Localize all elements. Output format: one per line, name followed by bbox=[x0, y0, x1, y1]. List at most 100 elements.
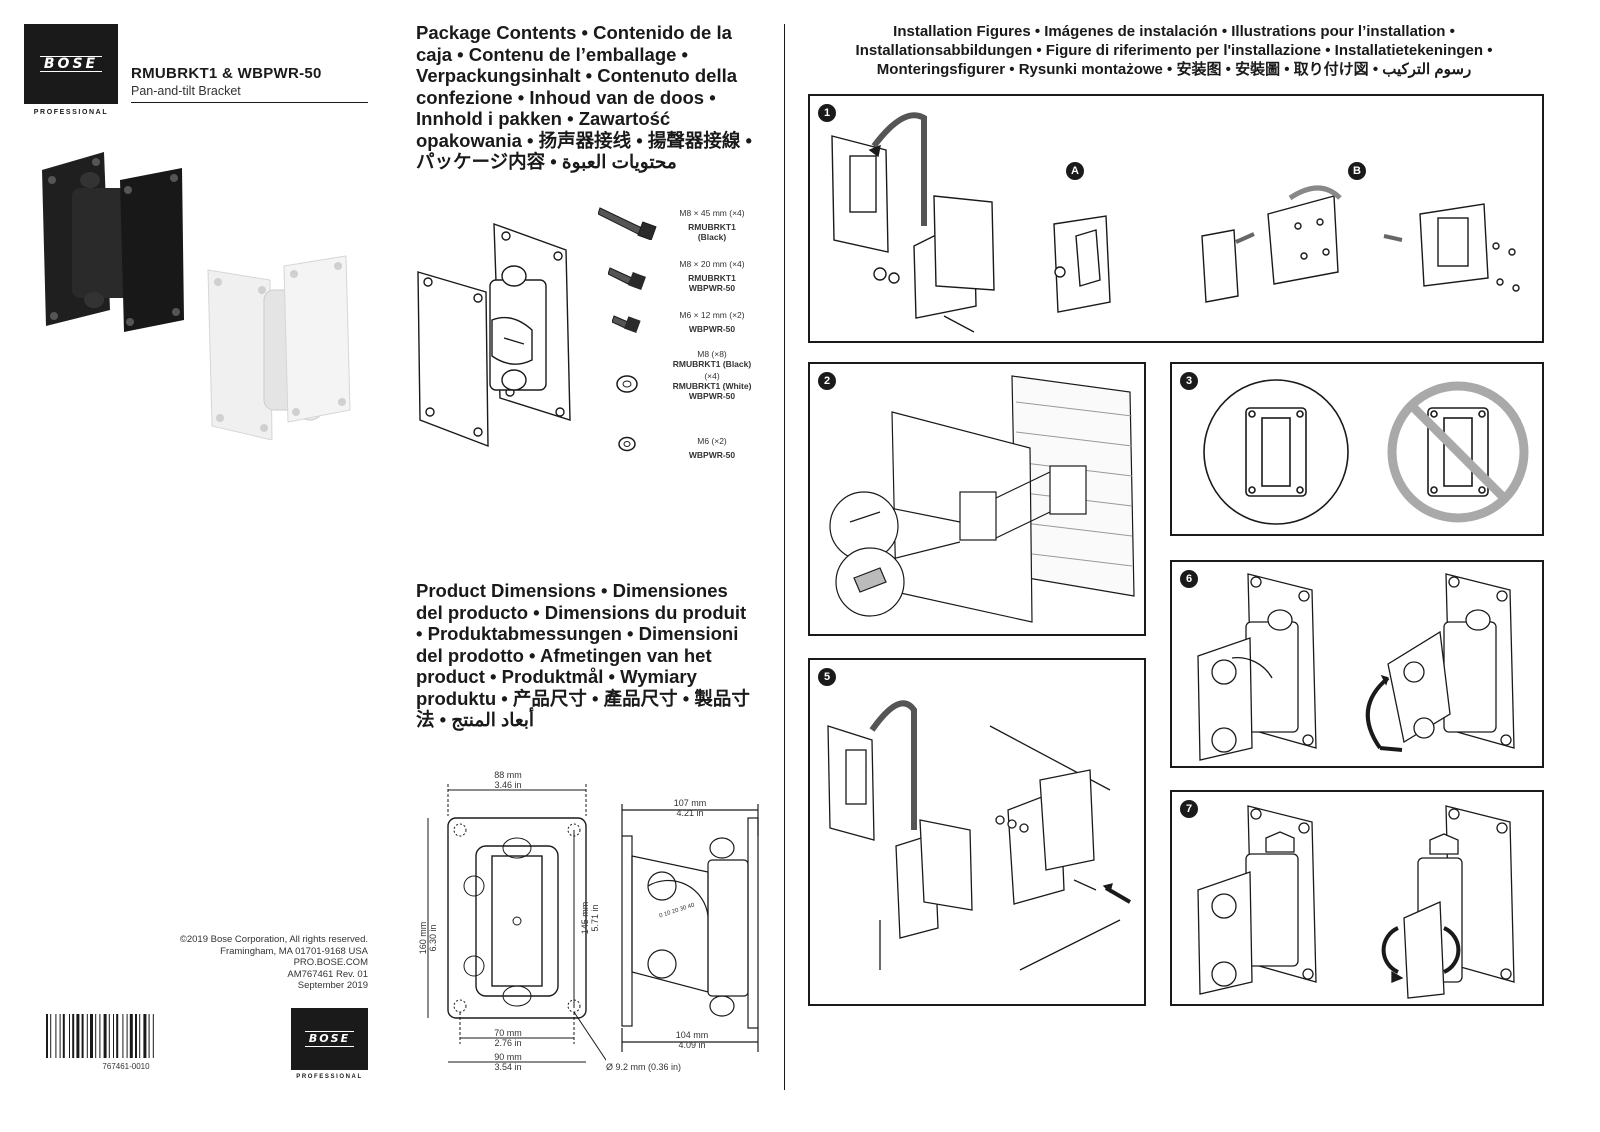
hardware-model: RMUBRKT1 bbox=[688, 273, 736, 283]
bose-wordmark-bottom: BOSE bbox=[304, 1031, 355, 1047]
barcode-bar bbox=[126, 1014, 128, 1058]
hardware-note: WBPWR-50 bbox=[688, 391, 736, 401]
dimension-drawing-front bbox=[427, 784, 606, 1063]
hardware-item: M8 (×8) RMUBRKT1 (Black) (×4) RMUBRKT1 (… bbox=[662, 349, 762, 401]
figure-2-illustration bbox=[829, 375, 1135, 623]
product-name: Pan-and-tilt Bracket bbox=[131, 84, 241, 98]
washer-m8-icon bbox=[616, 375, 638, 393]
barcode-bar bbox=[113, 1014, 114, 1058]
hardware-model: RMUBRKT1 bbox=[688, 222, 736, 232]
dimension-drawing-side bbox=[621, 804, 759, 1052]
product-dimensions-heading: Product Dimensions • Dimensiones del pro… bbox=[416, 580, 750, 730]
step-badge-1: 1 bbox=[818, 104, 836, 122]
hardware-size: M8 (×8) bbox=[697, 349, 727, 359]
hardware-item: M8 × 20 mm (×4) RMUBRKT1 WBPWR-50 bbox=[662, 259, 762, 293]
barcode-bar bbox=[72, 1014, 75, 1058]
dim-depth-2: 104 mm 4.09 in bbox=[662, 1030, 722, 1050]
step-badge-6: 6 bbox=[1180, 570, 1198, 588]
dim-top-mm: 88 mm bbox=[494, 770, 522, 780]
white-bracket-photo bbox=[207, 255, 351, 440]
bose-professional-label: PROFESSIONAL bbox=[24, 106, 118, 119]
barcode-bar bbox=[135, 1014, 137, 1058]
barcode-bar bbox=[122, 1014, 124, 1058]
dim-90-mm: 90 mm bbox=[494, 1052, 522, 1062]
dim-inner-in: 5.71 in bbox=[590, 904, 600, 932]
copyright-block: ©2019 Bose Corporation, All rights reser… bbox=[150, 934, 368, 992]
dim-depth-in: 4.21 in bbox=[676, 808, 704, 818]
figure-5-illustration bbox=[827, 700, 1132, 971]
hardware-size: M6 (×2) bbox=[697, 436, 727, 446]
hardware-note: (Black) bbox=[697, 232, 727, 242]
figure-panel-3: 3 bbox=[1170, 362, 1544, 536]
figure-panel-5: 5 bbox=[808, 658, 1146, 1006]
dim-top: 88 mm 3.46 in bbox=[478, 770, 538, 790]
figure-3-illustration bbox=[1203, 379, 1529, 525]
dim-left-in: 6.30 in bbox=[428, 924, 438, 952]
dim-depth: 107 mm 4.21 in bbox=[660, 798, 720, 818]
barcode-bar bbox=[69, 1014, 70, 1058]
washer-m6-icon bbox=[618, 436, 636, 452]
screw-m6-12-icon bbox=[612, 315, 641, 333]
website-line: PRO.BOSE.COM bbox=[293, 957, 368, 968]
figure-7-illustration bbox=[1197, 805, 1515, 999]
installation-figures-heading: Installation Figures • Imágenes de insta… bbox=[855, 23, 1493, 78]
barcode-bar bbox=[129, 1014, 133, 1058]
dim-70-mm: 70 mm bbox=[494, 1028, 522, 1038]
hardware-item: M8 × 45 mm (×4) RMUBRKT1 (Black) bbox=[662, 208, 762, 242]
step-badge-2: 2 bbox=[818, 372, 836, 390]
figure-panel-2: 2 bbox=[808, 362, 1146, 636]
barcode-bar bbox=[148, 1014, 150, 1058]
bose-logo-bottom: BOSE PROFESSIONAL bbox=[291, 1008, 368, 1083]
dim-inner-mm: 145 mm bbox=[580, 901, 590, 935]
step-badge-5: 5 bbox=[818, 668, 836, 686]
figure-panel-1: 1 A B bbox=[808, 94, 1544, 343]
hardware-qty: (×4) bbox=[704, 371, 720, 381]
black-bracket-photo bbox=[42, 152, 184, 332]
copyright-line: ©2019 Bose Corporation, All rights reser… bbox=[179, 934, 368, 945]
hardware-size: M6 × 12 mm (×2) bbox=[679, 310, 745, 320]
barcode-bar bbox=[103, 1014, 107, 1058]
barcode-bar bbox=[143, 1014, 147, 1058]
bose-professional-label-bottom: PROFESSIONAL bbox=[291, 1071, 368, 1083]
dim-top-in: 3.46 in bbox=[494, 780, 522, 790]
step-badge-7: 7 bbox=[1180, 800, 1198, 818]
dim-depth-mm: 107 mm bbox=[673, 798, 707, 808]
step-badge-b: B bbox=[1348, 162, 1366, 180]
barcode-bar bbox=[81, 1014, 84, 1058]
hardware-size: M8 × 20 mm (×4) bbox=[679, 259, 745, 269]
dim-70-in: 2.76 in bbox=[494, 1038, 522, 1048]
screw-m8-20-icon bbox=[608, 267, 646, 290]
barcode-number: 767461-0010 bbox=[102, 1062, 150, 1071]
barcode-bar bbox=[59, 1014, 61, 1058]
step-badge-3: 3 bbox=[1180, 372, 1198, 390]
barcode-bar bbox=[46, 1014, 48, 1058]
dim-70: 70 mm 2.76 in bbox=[478, 1028, 538, 1048]
prohibited-icon bbox=[1387, 381, 1529, 523]
hardware-item: M6 (×2) WBPWR-50 bbox=[662, 436, 762, 460]
doc-number-line: AM767461 Rev. 01 bbox=[287, 968, 368, 980]
barcode-bar bbox=[62, 1014, 65, 1058]
barcode-bar bbox=[99, 1014, 101, 1058]
column-divider bbox=[784, 24, 785, 1090]
hardware-note: WBPWR-50 bbox=[688, 283, 736, 293]
product-model: RMUBRKT1 & WBPWR-50 bbox=[131, 65, 322, 82]
step-badge-a: A bbox=[1066, 162, 1084, 180]
dim-hole: Ø 9.2 mm (0.36 in) bbox=[606, 1062, 682, 1072]
figure-6-illustration bbox=[1197, 573, 1515, 761]
title-underline bbox=[131, 102, 368, 103]
dim-left-mm: 160 mm bbox=[418, 921, 428, 955]
barcode-bar bbox=[90, 1014, 93, 1058]
hardware-item: M6 × 12 mm (×2) WBPWR-50 bbox=[662, 310, 762, 334]
barcode-bar bbox=[108, 1014, 110, 1058]
dim-90: 90 mm 3.54 in bbox=[478, 1052, 538, 1072]
barcode-bar bbox=[152, 1014, 154, 1058]
figure-panel-6: 6 bbox=[1170, 560, 1544, 768]
dim-left: 160 mm 6.30 in bbox=[418, 898, 438, 978]
hardware-model: RMUBRKT1 (Black) bbox=[672, 359, 752, 369]
barcode-bar bbox=[86, 1014, 88, 1058]
bose-wordmark: BOSE bbox=[39, 56, 103, 72]
dim-depth2-mm: 104 mm bbox=[675, 1030, 709, 1040]
barcode-bar bbox=[139, 1014, 141, 1058]
barcode-bar bbox=[50, 1014, 52, 1058]
hardware-size: M8 × 45 mm (×4) bbox=[679, 208, 745, 218]
